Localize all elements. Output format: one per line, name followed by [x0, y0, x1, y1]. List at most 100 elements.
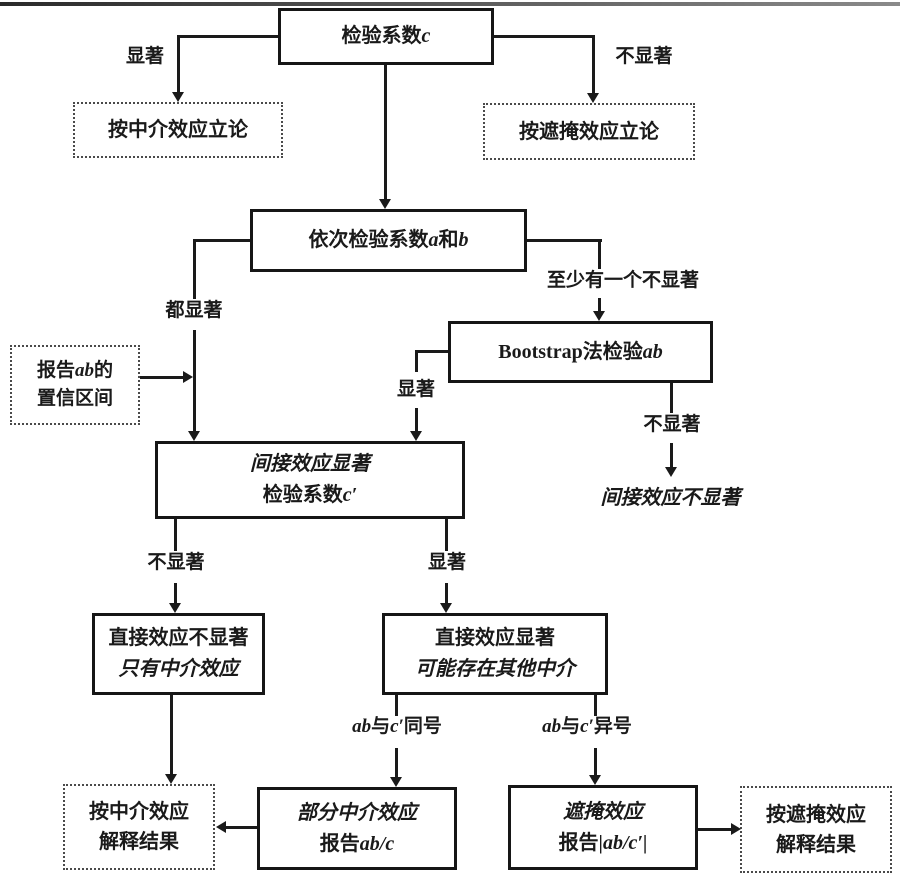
flow-line [445, 583, 448, 604]
flow-line [193, 239, 196, 299]
node-text-part: 的 [94, 359, 114, 381]
node-text-line1: 间接效应显著 [250, 453, 370, 475]
edge-label-part: 与 [371, 716, 391, 737]
flow-line [594, 748, 597, 776]
node-test-a-b: 依次检验系数a和b [250, 209, 527, 272]
flow-line [178, 35, 278, 38]
node-direct-significant: 直接效应显著 可能存在其他中介 [382, 613, 608, 695]
node-text: 按遮掩效应立论 [519, 120, 659, 143]
node-text-part: 检验系数 [262, 484, 343, 506]
flow-line [384, 65, 387, 201]
coefficient-ab: ab [352, 716, 372, 737]
flow-line [598, 239, 601, 269]
node-text-line2: 解释结果 [99, 831, 179, 853]
node-text-line1: 直接效应显著 [435, 627, 555, 649]
page-top-rule [0, 2, 900, 6]
node-text-part: 法检验 [582, 340, 643, 363]
edge-label-bootstrap-nonsignificant: 不显著 [643, 414, 701, 435]
arrowhead-down [165, 774, 177, 784]
edge-label-bootstrap-significant: 显著 [396, 379, 435, 400]
coefficient-c-prime: c′ [580, 716, 594, 737]
edge-label-cprime-nonsignificant: 不显著 [147, 552, 205, 573]
node-report-ci: 报告ab的 置信区间 [10, 345, 140, 425]
coefficient-b: b [458, 229, 469, 251]
arrowhead-left [216, 821, 226, 833]
node-bootstrap-test: Bootstrap法检验ab [448, 321, 713, 383]
coefficient-ab: ab [542, 716, 562, 737]
node-text-line2: 只有中介效应 [118, 658, 239, 680]
node-interpret-suppression: 按遮掩效应 解释结果 [740, 786, 892, 873]
flow-line [592, 35, 595, 95]
node-text-line2: 解释结果 [776, 833, 856, 856]
flow-line [170, 695, 173, 775]
arrowhead-down [188, 431, 200, 441]
flow-line [177, 35, 180, 95]
edge-label-both-significant: 都显著 [165, 300, 223, 321]
node-check-c: 检验系数c [278, 8, 494, 65]
node-text-line1: 部分中介效应 [297, 801, 417, 824]
edge-label-part: 与 [561, 716, 581, 737]
arrowhead-down [593, 311, 605, 321]
edge-label-different-sign: ab与c′异号 [527, 716, 647, 739]
edge-label-at-least-one-nonsignificant: 至少有一个不显著 [546, 270, 699, 291]
flow-line [415, 408, 418, 432]
node-suppression-effect: 遮掩效应 报告|ab/c′| [508, 785, 698, 870]
node-text-line1: 按遮掩效应 [766, 803, 866, 826]
node-text-line1: 报告ab的 [37, 357, 113, 386]
node-interpret-mediation: 按中介效应 解释结果 [63, 784, 215, 870]
flow-line [140, 376, 184, 379]
flow-line [193, 239, 250, 242]
node-text: 检验系数c [342, 21, 431, 52]
node-text-line1: 直接效应不显著 [108, 627, 249, 649]
flow-line [527, 239, 602, 242]
coefficient-ab: ab [642, 340, 663, 363]
node-text-part: 报告 [319, 832, 360, 855]
node-indirect-significant: 间接效应显著 检验系数c′ [155, 441, 465, 519]
node-text-line1: 遮掩效应 [563, 800, 643, 823]
node-text: 依次检验系数a和b [309, 225, 469, 256]
edge-label-part: 异号 [593, 716, 632, 737]
arrowhead-right [183, 371, 193, 383]
flow-line [415, 350, 418, 372]
edge-label-significant: 显著 [125, 46, 164, 67]
flow-line [670, 383, 673, 413]
node-indirect-nonsignificant: 间接效应不显著 [600, 487, 741, 509]
flow-line [395, 695, 398, 716]
node-text-line2: 可能存在其他中介 [415, 658, 575, 680]
ratio-abs-ab-over-c-prime: |ab/c′| [598, 831, 648, 854]
flow-line [698, 828, 732, 831]
node-text-line2: 置信区间 [36, 388, 113, 409]
flow-line [445, 519, 448, 551]
flow-line [174, 583, 177, 604]
coefficient-c-prime: c′ [390, 716, 404, 737]
node-text-part: 报告 [558, 831, 599, 854]
node-claim-mediation: 按中介效应立论 [73, 102, 283, 158]
edge-label-same-sign: ab与c′同号 [337, 716, 457, 739]
edge-label-nonsignificant: 不显著 [615, 46, 673, 67]
arrowhead-down [172, 92, 184, 102]
coefficient-c: c [421, 25, 431, 47]
flow-line [598, 298, 601, 314]
flow-line [594, 695, 597, 716]
node-text-part: 检验系数 [341, 25, 422, 47]
bootstrap-word: Bootstrap [498, 340, 583, 363]
node-text-part: 报告 [36, 359, 75, 381]
node-text: Bootstrap法检验ab [498, 337, 662, 368]
node-text-line2: 检验系数c′ [263, 480, 358, 511]
flow-line [174, 519, 177, 551]
node-text-line1: 按中介效应 [89, 801, 189, 823]
coefficient-c-prime: c′ [342, 484, 358, 506]
node-text: 按中介效应立论 [108, 119, 248, 141]
edge-label-cprime-significant: 显著 [427, 552, 466, 573]
edge-label-part: 同号 [403, 716, 442, 737]
arrowhead-down [379, 199, 391, 209]
flow-line [670, 443, 673, 469]
flow-line [494, 35, 594, 38]
arrowhead-down [169, 603, 181, 613]
node-text-line2: 报告ab/c [320, 829, 394, 860]
coefficient-ab: ab [75, 359, 94, 381]
flow-line [416, 350, 448, 353]
arrowhead-down [587, 93, 599, 103]
node-direct-nonsignificant: 直接效应不显著 只有中介效应 [92, 613, 265, 695]
ratio-ab-over-c: ab/c [359, 832, 395, 855]
